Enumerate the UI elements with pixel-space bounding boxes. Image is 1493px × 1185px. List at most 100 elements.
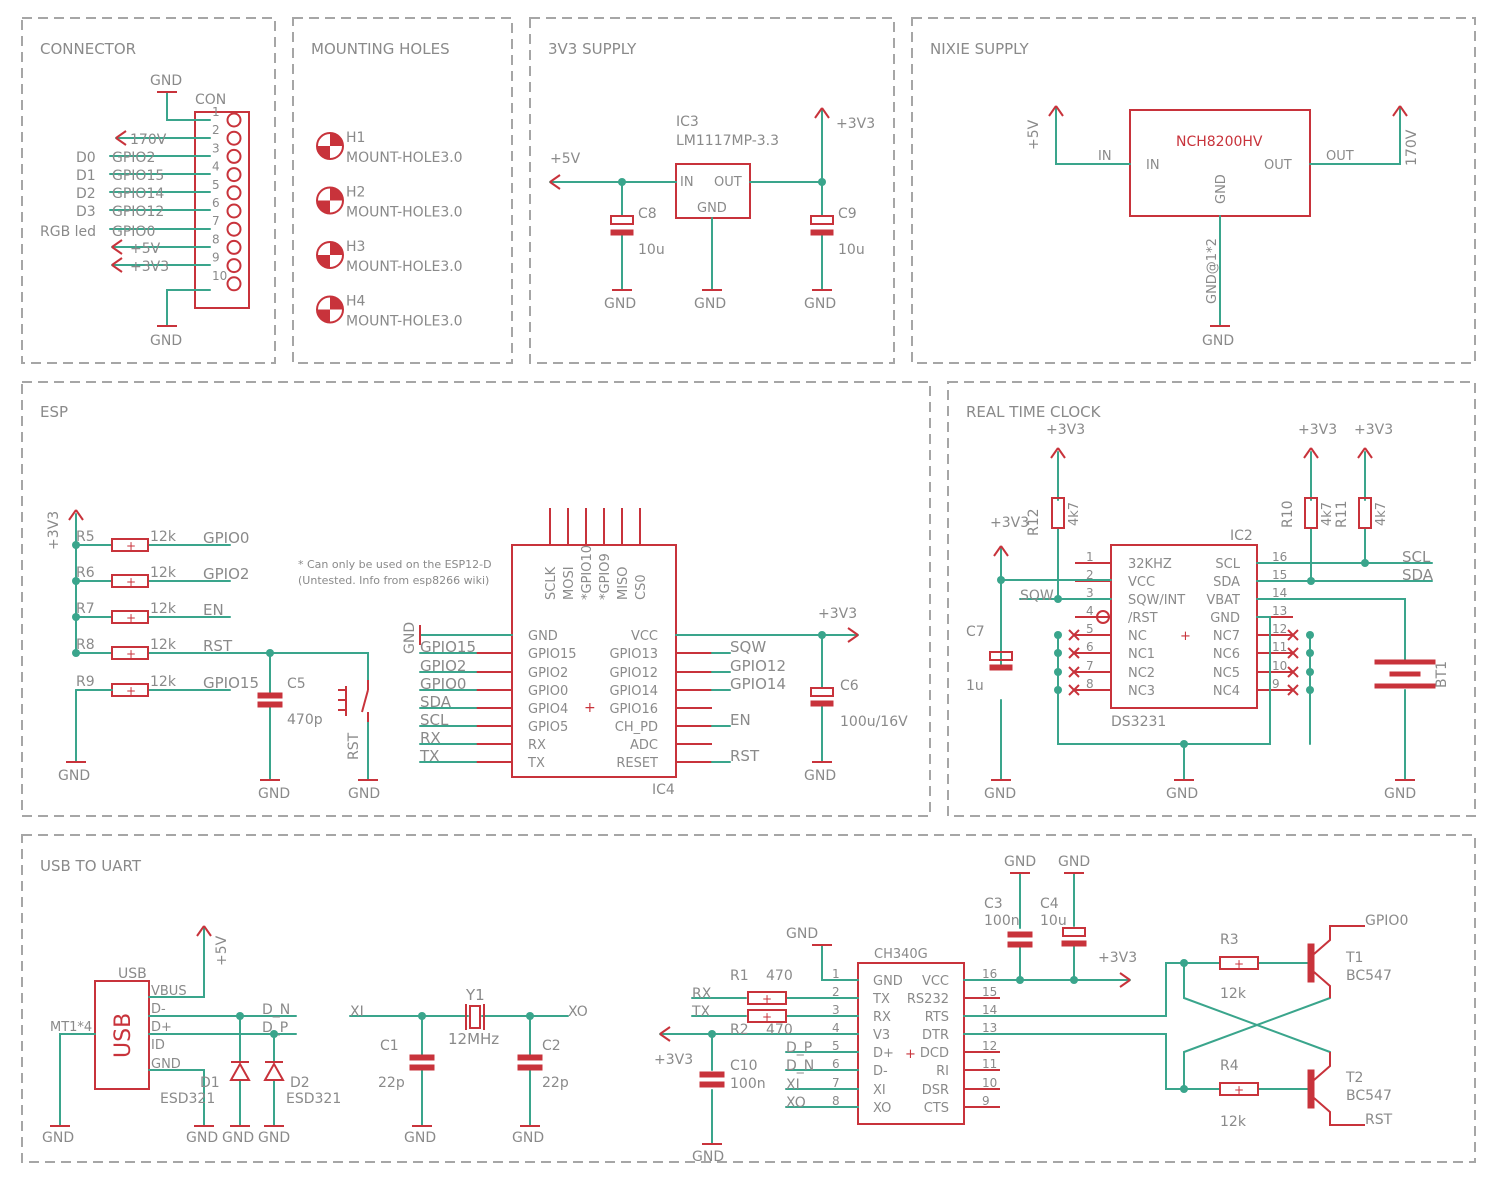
rtc-left-pin-num: 3 xyxy=(1086,586,1094,600)
rtc-right-pin-label: SDA xyxy=(1213,575,1240,590)
ch-gnd-label: GND xyxy=(786,926,818,942)
ch-xi-net: XI xyxy=(786,1077,800,1093)
xtal-xi-net: XI xyxy=(350,1004,364,1020)
esp-3v3-vcc-label: +3V3 xyxy=(818,606,857,622)
rtc-right-pin-num: 14 xyxy=(1272,586,1287,600)
rtc-right-pin-label: NC6 xyxy=(1213,647,1240,662)
nch-gnd-pin: GND xyxy=(1214,174,1229,204)
connector-pin-num: 8 xyxy=(212,232,220,246)
esp-right-net: EN xyxy=(730,711,751,729)
ch340-left-pin-label: GND xyxy=(873,974,903,989)
rtc-c7-3v3: +3V3 xyxy=(990,515,1029,531)
ds3231-origin-mark: + xyxy=(1180,629,1191,644)
usb-mt-label: MT1*4 xyxy=(50,1020,92,1035)
c8-value: 10u xyxy=(638,242,665,258)
c9-value: 10u xyxy=(838,242,865,258)
r4-mark: + xyxy=(1234,1083,1244,1097)
c6-value: 100u/16V xyxy=(840,714,908,730)
esp-left-net: GPIO2 xyxy=(420,657,466,675)
resistor-name: R9 xyxy=(76,674,95,690)
section-title-esp: ESP xyxy=(40,403,68,421)
resistor-value: 12k xyxy=(150,601,177,617)
r11-value: 4k7 xyxy=(1374,502,1389,526)
section-title-rtc: REAL TIME CLOCK xyxy=(966,403,1102,421)
ch340-left-pin-num: 4 xyxy=(832,1021,840,1035)
usb-pin-vbus: VBUS xyxy=(151,984,187,999)
d1-value: ESD321 xyxy=(160,1091,215,1107)
rtc-left-pin-label: NC2 xyxy=(1128,666,1155,681)
connector-pin-5 xyxy=(226,185,242,201)
ch340-left-pin-label: XO xyxy=(873,1101,891,1116)
usb-pin-id: ID xyxy=(151,1038,165,1053)
rtc-right-pin-num: 15 xyxy=(1272,568,1287,582)
r1-name: R1 xyxy=(730,968,749,984)
rtc-r12-3v3: +3V3 xyxy=(1046,422,1085,438)
ch340-right-pin-label: VCC xyxy=(922,974,949,989)
rtc-right-pin-num: 9 xyxy=(1272,677,1280,691)
resistor-value: 12k xyxy=(150,529,177,545)
esp-top-pin-label: *GPIO9 xyxy=(598,553,613,600)
usb-5v-label: +5V xyxy=(214,935,230,966)
r10-name: R10 xyxy=(1280,500,1296,528)
c2-gnd: GND xyxy=(512,1130,544,1146)
esp-left-net: RX xyxy=(420,729,441,747)
connector-pin-num: 6 xyxy=(212,196,220,210)
resistor-value: 12k xyxy=(150,637,177,653)
t2-value: BC547 xyxy=(1346,1088,1392,1104)
resistor-net: GPIO0 xyxy=(203,529,249,547)
ch340-left-pin-label: XI xyxy=(873,1083,886,1098)
ch340-right-pin-label: RS232 xyxy=(907,992,949,1007)
esp-right-pin-label: GPIO13 xyxy=(609,647,658,662)
c3-gnd: GND xyxy=(1004,854,1036,870)
resistor-value: 12k xyxy=(150,674,177,690)
con-left-d1: D1 xyxy=(76,168,96,184)
con-net-gpio14: GPIO14 xyxy=(112,186,164,202)
ds3231-ic2-label: IC2 xyxy=(1230,528,1253,544)
rtc-sda-net: SDA xyxy=(1402,566,1434,584)
usb-conn-label: USB xyxy=(118,966,147,982)
rtc-left-pin-label: VCC xyxy=(1128,575,1155,590)
esp-left-net: GPIO0 xyxy=(420,675,466,693)
nch-170v-label: 170V xyxy=(1404,129,1420,166)
c5-gnd: GND xyxy=(258,786,290,802)
ch340-right-pin-label: DTR xyxy=(922,1028,949,1043)
d2-gnd: GND xyxy=(258,1130,290,1146)
nch-out-net: OUT xyxy=(1326,149,1354,164)
ch340-right-pin-num: 15 xyxy=(982,985,997,999)
esp-right-net: RST xyxy=(730,747,760,765)
ch340-left-pin-label: D- xyxy=(873,1064,888,1079)
con-net-gpio2: GPIO2 xyxy=(112,150,155,166)
ch340g-body xyxy=(857,962,965,1125)
resistor-value: 12k xyxy=(150,565,177,581)
ch340-left-pin-num: 7 xyxy=(832,1076,840,1090)
ch340-left-pin-label: TX xyxy=(872,992,890,1007)
rtc-left-pin-num: 8 xyxy=(1086,677,1094,691)
nch8200-name: NCH8200HV xyxy=(1176,134,1263,150)
connector-pin-7 xyxy=(226,221,242,237)
r2-value: 470 xyxy=(766,1022,793,1038)
esp-right-pin-label: GPIO14 xyxy=(609,684,658,699)
rtc-left-pin-label: SQW/INT xyxy=(1128,593,1185,608)
connector-pin-6 xyxy=(226,203,242,219)
c8-gnd: GND xyxy=(604,296,636,312)
esp-left-pin-label: GPIO0 xyxy=(528,684,568,699)
con-net-gpio15: GPIO15 xyxy=(112,168,164,184)
con-left-d2: D2 xyxy=(76,186,96,202)
ch340-right-pin-label: DCD xyxy=(920,1046,949,1061)
con-3v3-label: +3V3 xyxy=(130,259,169,275)
esp-top-pin-label: SCLK xyxy=(544,566,559,600)
connector-pin-num: 5 xyxy=(212,178,220,192)
ch340-right-pin-label: CTS xyxy=(924,1101,949,1116)
y1-name: Y1 xyxy=(465,986,485,1004)
ch340-right-pin-num: 11 xyxy=(982,1057,997,1071)
d2-name: D2 xyxy=(290,1075,310,1091)
con-left-rgb: RGB led xyxy=(40,224,96,240)
t1-value: BC547 xyxy=(1346,968,1392,984)
section-frames xyxy=(21,17,1476,1163)
resistor-r6 xyxy=(111,574,149,588)
